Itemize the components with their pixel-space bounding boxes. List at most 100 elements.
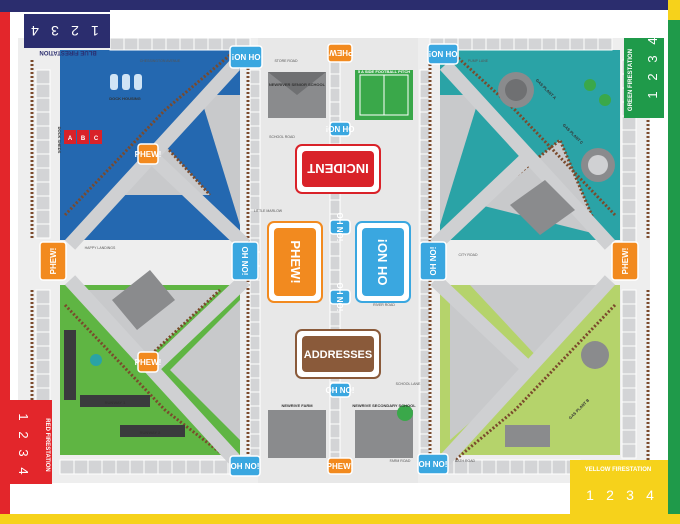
oh-no-space[interactable]: OH NO! [229, 455, 261, 477]
road-tile[interactable] [115, 459, 131, 475]
road-tile[interactable] [35, 125, 51, 141]
oh-no-space[interactable]: OH NO! [326, 382, 355, 398]
road-tile[interactable] [249, 363, 261, 379]
road-tile[interactable] [621, 317, 637, 333]
road-tile[interactable] [419, 335, 431, 351]
phew-space[interactable]: PHEW! [135, 143, 162, 165]
road-tile[interactable] [249, 419, 261, 435]
road-tile[interactable] [419, 167, 431, 183]
road-tile[interactable] [569, 37, 585, 51]
road-tile[interactable] [419, 223, 431, 239]
road-tile[interactable] [249, 349, 261, 365]
oh-no-space[interactable]: OH NO! [417, 453, 449, 475]
road-tile[interactable] [249, 153, 261, 169]
road-tile[interactable] [329, 241, 341, 257]
road-tile[interactable] [523, 459, 539, 475]
phew-space[interactable]: PHEW! [611, 241, 639, 281]
road-tile[interactable] [171, 459, 187, 475]
road-tile[interactable] [35, 181, 51, 197]
road-tile[interactable] [509, 459, 525, 475]
road-tile[interactable] [597, 37, 613, 51]
road-tile[interactable] [123, 37, 139, 51]
road-tile[interactable] [35, 359, 51, 375]
road-tile[interactable] [35, 139, 51, 155]
oh-no-space[interactable]: OH NO! [326, 121, 355, 137]
road-tile[interactable] [621, 143, 637, 159]
road-tile[interactable] [419, 391, 431, 407]
phew-space[interactable]: PHEW! [135, 351, 162, 373]
road-tile[interactable] [419, 279, 431, 295]
incident-card-pile[interactable]: INCIDENT [295, 144, 381, 194]
road-tile[interactable] [249, 111, 261, 127]
road-tile[interactable] [499, 37, 515, 51]
road-tile[interactable] [329, 423, 341, 439]
road-tile[interactable] [59, 459, 75, 475]
road-tile[interactable] [179, 37, 195, 51]
road-tile[interactable] [621, 401, 637, 417]
road-tile[interactable] [73, 459, 89, 475]
road-tile[interactable] [101, 459, 117, 475]
road-tile[interactable] [471, 37, 487, 51]
road-tile[interactable] [329, 395, 341, 411]
road-tile[interactable] [329, 73, 341, 89]
road-tile[interactable] [249, 293, 261, 309]
road-tile[interactable] [35, 345, 51, 361]
road-tile[interactable] [249, 83, 261, 99]
road-tile[interactable] [35, 223, 51, 239]
road-tile[interactable] [35, 83, 51, 99]
oh-no-space[interactable]: OH NO! [329, 283, 351, 312]
road-tile[interactable] [143, 459, 159, 475]
ohno-card-pile[interactable]: OH NO! [355, 221, 411, 303]
road-tile[interactable] [537, 459, 553, 475]
road-tile[interactable] [249, 307, 261, 323]
oh-no-space[interactable]: OH NO! [229, 45, 263, 69]
road-tile[interactable] [621, 345, 637, 361]
road-tile[interactable] [35, 387, 51, 403]
road-tile[interactable] [583, 37, 599, 51]
road-tile[interactable] [249, 167, 261, 183]
road-tile[interactable] [621, 213, 637, 229]
road-tile[interactable] [35, 373, 51, 389]
road-tile[interactable] [621, 157, 637, 173]
road-tile[interactable] [481, 459, 497, 475]
road-tile[interactable] [249, 97, 261, 113]
road-tile[interactable] [621, 387, 637, 403]
road-tile[interactable] [621, 227, 637, 243]
road-tile[interactable] [621, 443, 637, 459]
road-tile[interactable] [249, 335, 261, 351]
road-tile[interactable] [249, 377, 261, 393]
road-tile[interactable] [249, 139, 261, 155]
road-tile[interactable] [621, 415, 637, 431]
road-tile[interactable] [35, 195, 51, 211]
road-tile[interactable] [457, 37, 473, 51]
road-tile[interactable] [35, 317, 51, 333]
road-tile[interactable] [249, 405, 261, 421]
road-tile[interactable] [165, 37, 181, 51]
road-tile[interactable] [249, 391, 261, 407]
road-tile[interactable] [35, 111, 51, 127]
road-tile[interactable] [249, 321, 261, 337]
road-tile[interactable] [35, 331, 51, 347]
road-tile[interactable] [329, 311, 341, 327]
road-tile[interactable] [513, 37, 529, 51]
road-tile[interactable] [329, 437, 341, 453]
oh-no-space[interactable]: OH NO! [329, 213, 351, 242]
road-tile[interactable] [621, 331, 637, 347]
road-tile[interactable] [151, 37, 167, 51]
phew-card-pile[interactable]: PHEW! [267, 221, 323, 303]
road-tile[interactable] [249, 181, 261, 197]
road-tile[interactable] [87, 459, 103, 475]
oh-no-space[interactable]: OH NO! [419, 241, 447, 281]
road-tile[interactable] [621, 289, 637, 305]
road-tile[interactable] [249, 195, 261, 211]
road-tile[interactable] [621, 359, 637, 375]
road-tile[interactable] [621, 171, 637, 187]
road-tile[interactable] [129, 459, 145, 475]
road-tile[interactable] [329, 255, 341, 271]
phew-space[interactable]: PHEW! [327, 43, 354, 63]
road-tile[interactable] [199, 459, 215, 475]
oh-no-space[interactable]: OH NO! [231, 241, 259, 281]
road-tile[interactable] [185, 459, 201, 475]
oh-no-space[interactable]: OH NO! [427, 43, 459, 65]
road-tile[interactable] [551, 459, 567, 475]
